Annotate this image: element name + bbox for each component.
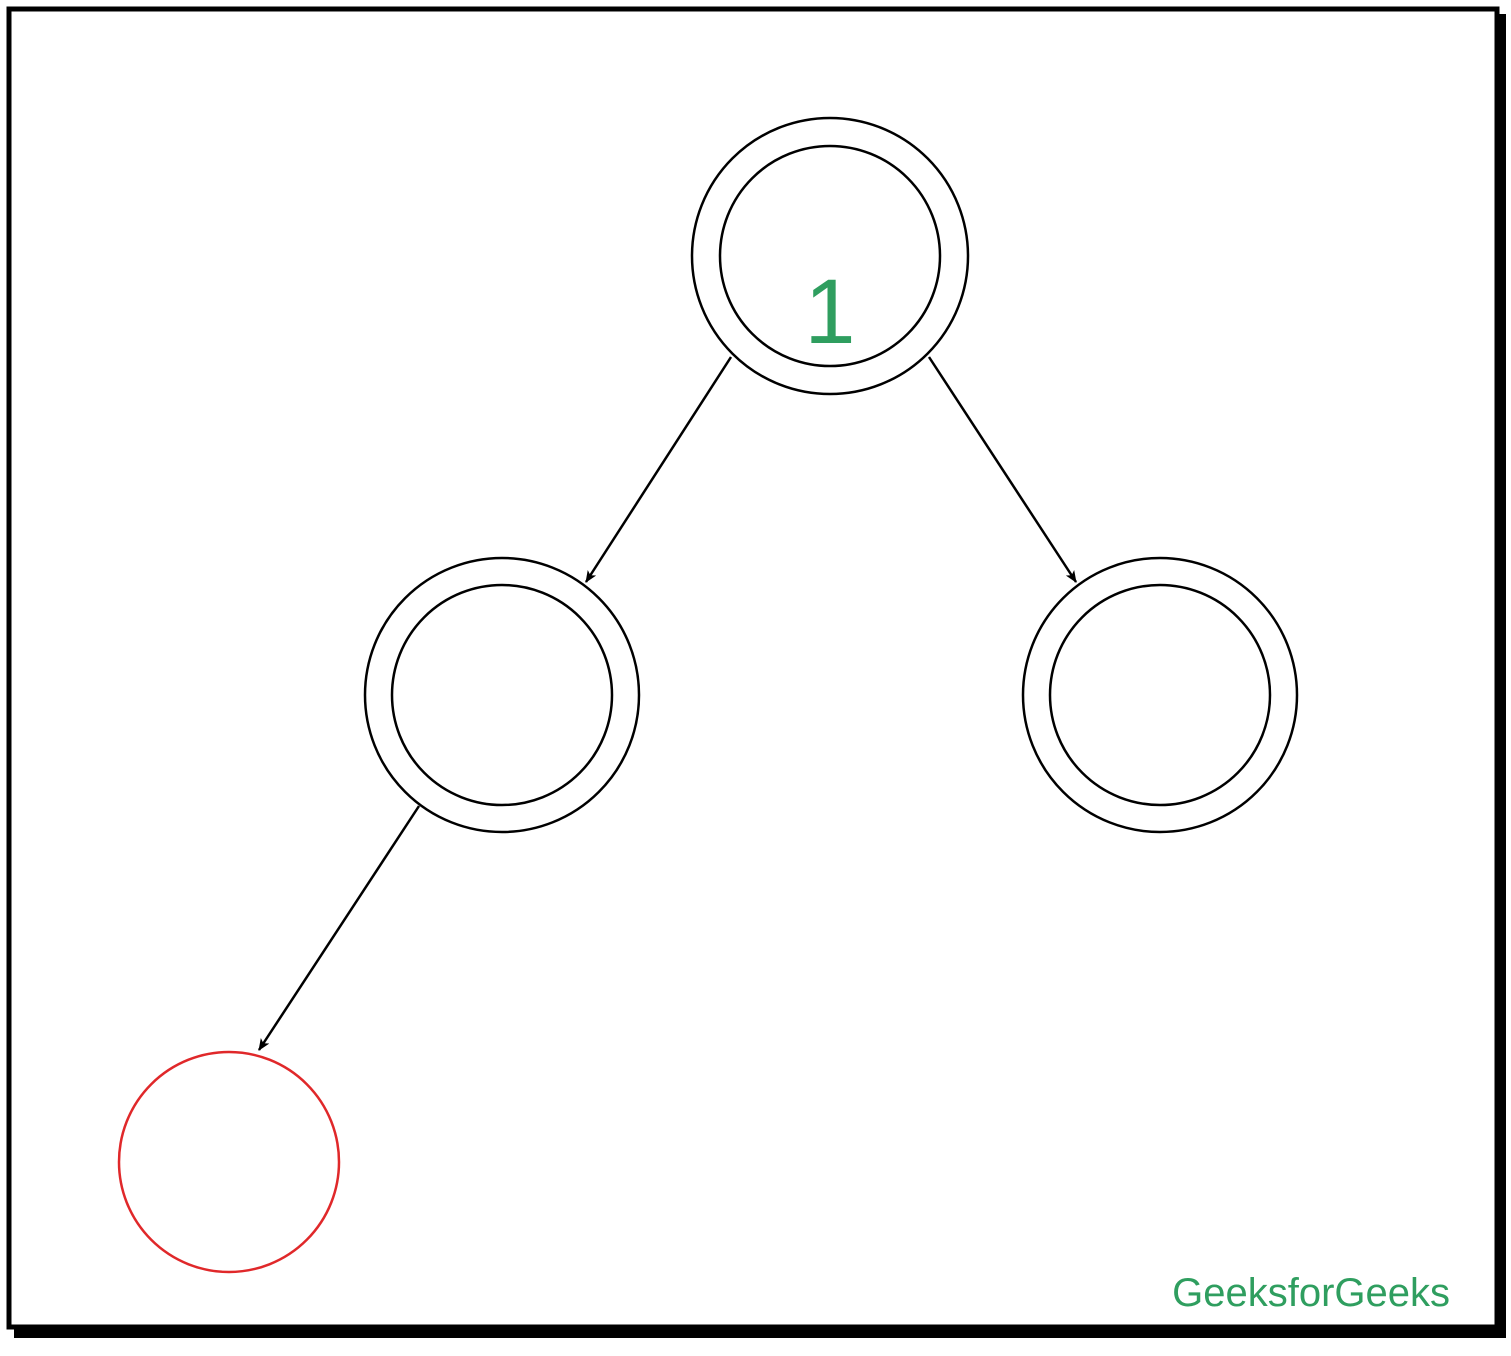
edge-left-to-leaf xyxy=(257,805,421,1051)
watermark-text: GeeksforGeeks xyxy=(1172,1271,1450,1315)
tree-node-right xyxy=(1021,556,1299,834)
node-inner-ring xyxy=(1048,583,1272,807)
tree-node-left xyxy=(363,556,641,834)
edge-root-to-right xyxy=(927,356,1078,583)
node-label: 1 xyxy=(804,261,855,363)
tree-node-highlighted-leaf xyxy=(117,1050,341,1274)
edge-root-to-left xyxy=(584,356,733,583)
node-inner-ring xyxy=(718,144,942,368)
tree-node-root: 1 xyxy=(690,116,970,396)
node-inner-ring xyxy=(390,583,614,807)
